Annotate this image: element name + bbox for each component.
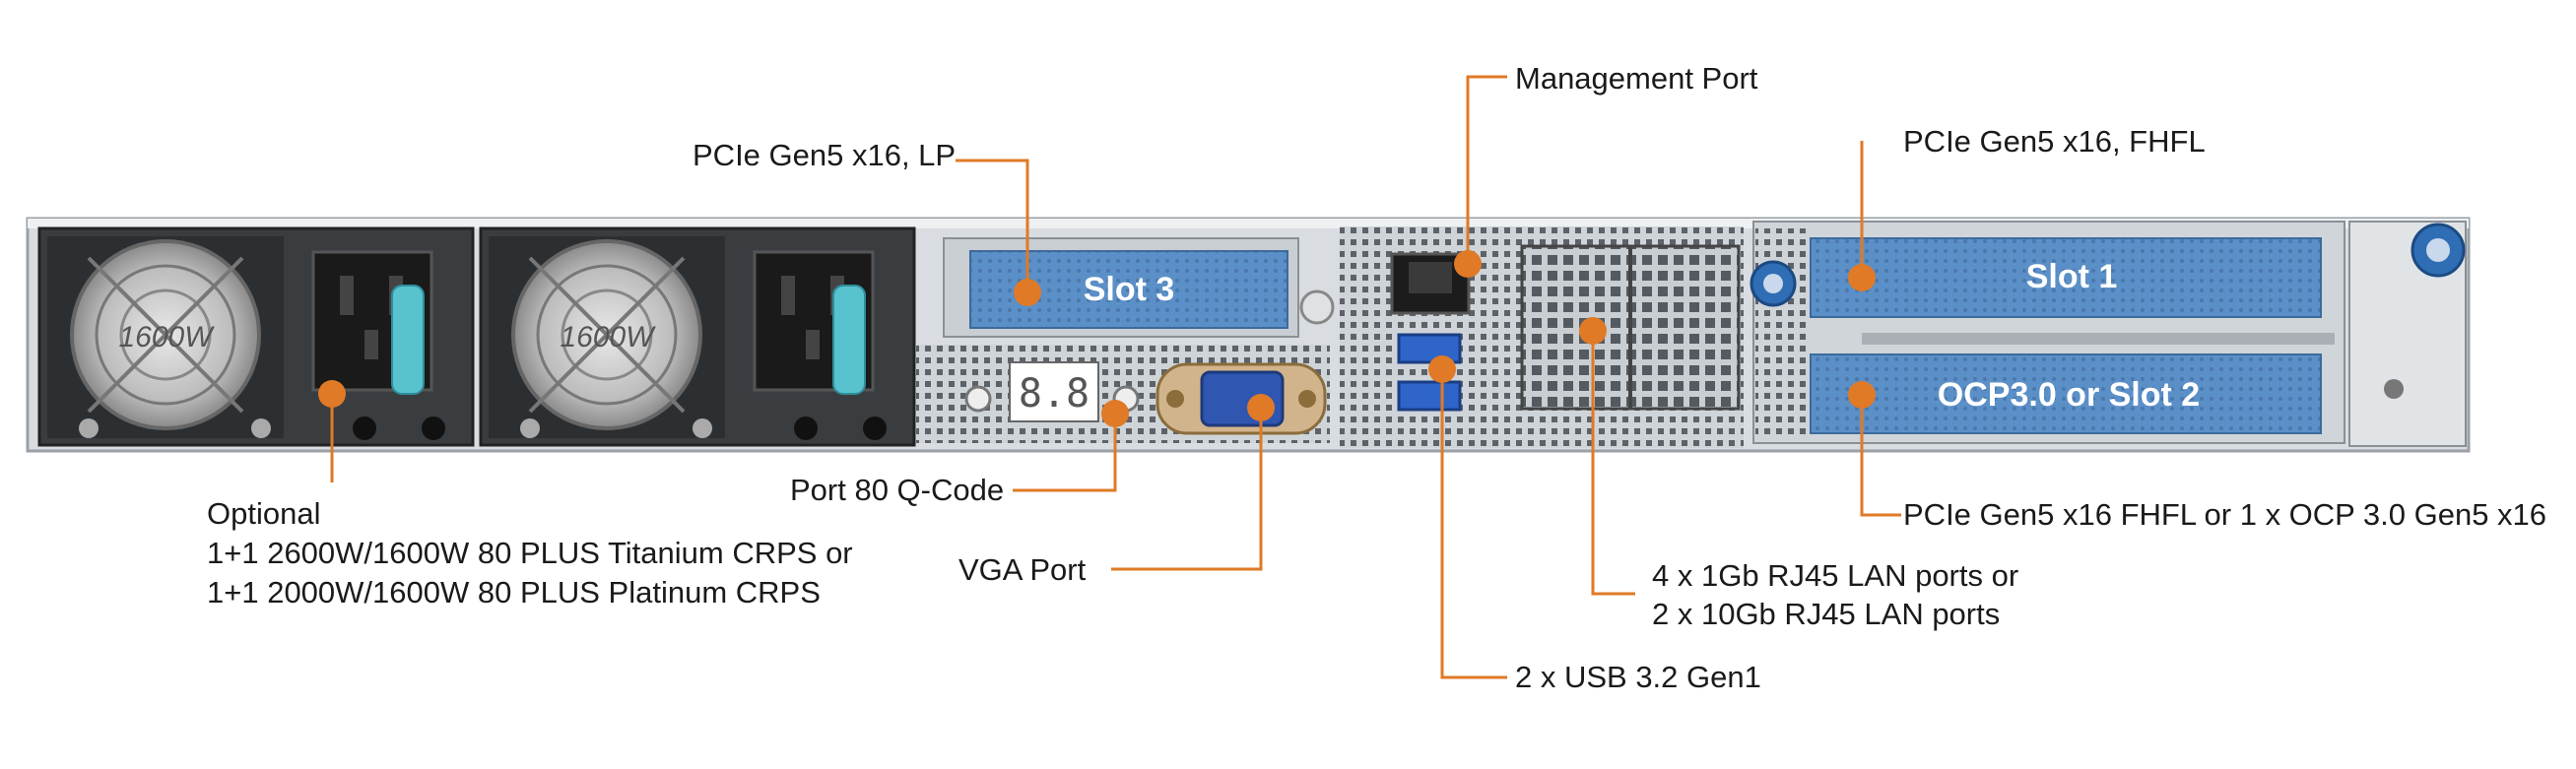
slot-1 xyxy=(1810,237,2322,318)
psu-1: 1600W xyxy=(37,226,475,447)
callout-vga: VGA Port xyxy=(958,552,1087,587)
callout-lan-line2: 2 x 10Gb RJ45 LAN ports xyxy=(1652,597,2001,631)
psu-1-rating: 1600W xyxy=(118,321,215,353)
slot-2 xyxy=(1810,353,2322,434)
qcode-display xyxy=(1009,361,1099,422)
qcode-digits: 8.8 xyxy=(1019,371,1090,417)
usb-port-1 xyxy=(1397,333,1462,364)
slot-1-label: Slot 1 xyxy=(2026,258,2118,295)
callout-psu-line3: 1+1 2000W/1600W 80 PLUS Platinum CRPS xyxy=(207,575,821,609)
callout-lines xyxy=(330,75,1901,679)
callout-lan-line1: 4 x 1Gb RJ45 LAN ports or xyxy=(1652,558,2019,593)
slot-3-label: Slot 3 xyxy=(1084,271,1175,308)
callout-management-port: Management Port xyxy=(1515,61,1758,96)
callout-pcie-fhfl: PCIe Gen5 x16, FHFL xyxy=(1903,124,2206,159)
psu-1-handle xyxy=(391,285,425,395)
chassis-top-edge xyxy=(28,219,2469,228)
right-riser-vent xyxy=(1755,228,1810,440)
callout-ocp: PCIe Gen5 x16 FHFL or 1 x OCP 3.0 Gen5 x… xyxy=(1903,497,2547,532)
callout-psu-line1: Optional xyxy=(207,496,321,531)
callout-psu-line2: 1+1 2600W/1600W 80 PLUS Titanium CRPS or xyxy=(207,536,853,570)
psu-1-ac-inlet xyxy=(311,250,433,392)
slot-3-screw xyxy=(1299,289,1335,325)
callout-pcie-lp: PCIe Gen5 x16, LP xyxy=(693,138,957,172)
callout-port80: Port 80 Q-Code xyxy=(790,473,1005,507)
psu-2-handle xyxy=(832,285,866,395)
id-button xyxy=(964,385,992,413)
psu-2: 1600W xyxy=(479,226,916,447)
psu-2-rating: 1600W xyxy=(560,321,656,353)
callout-dots xyxy=(318,250,1876,427)
callout-usb: 2 x USB 3.2 Gen1 xyxy=(1515,660,1761,694)
slot-divider xyxy=(1862,333,2335,345)
slot-2-label: OCP3.0 or Slot 2 xyxy=(1938,376,2200,414)
usb-port-2 xyxy=(1397,380,1462,412)
rack-ear-hole xyxy=(2384,379,2404,399)
